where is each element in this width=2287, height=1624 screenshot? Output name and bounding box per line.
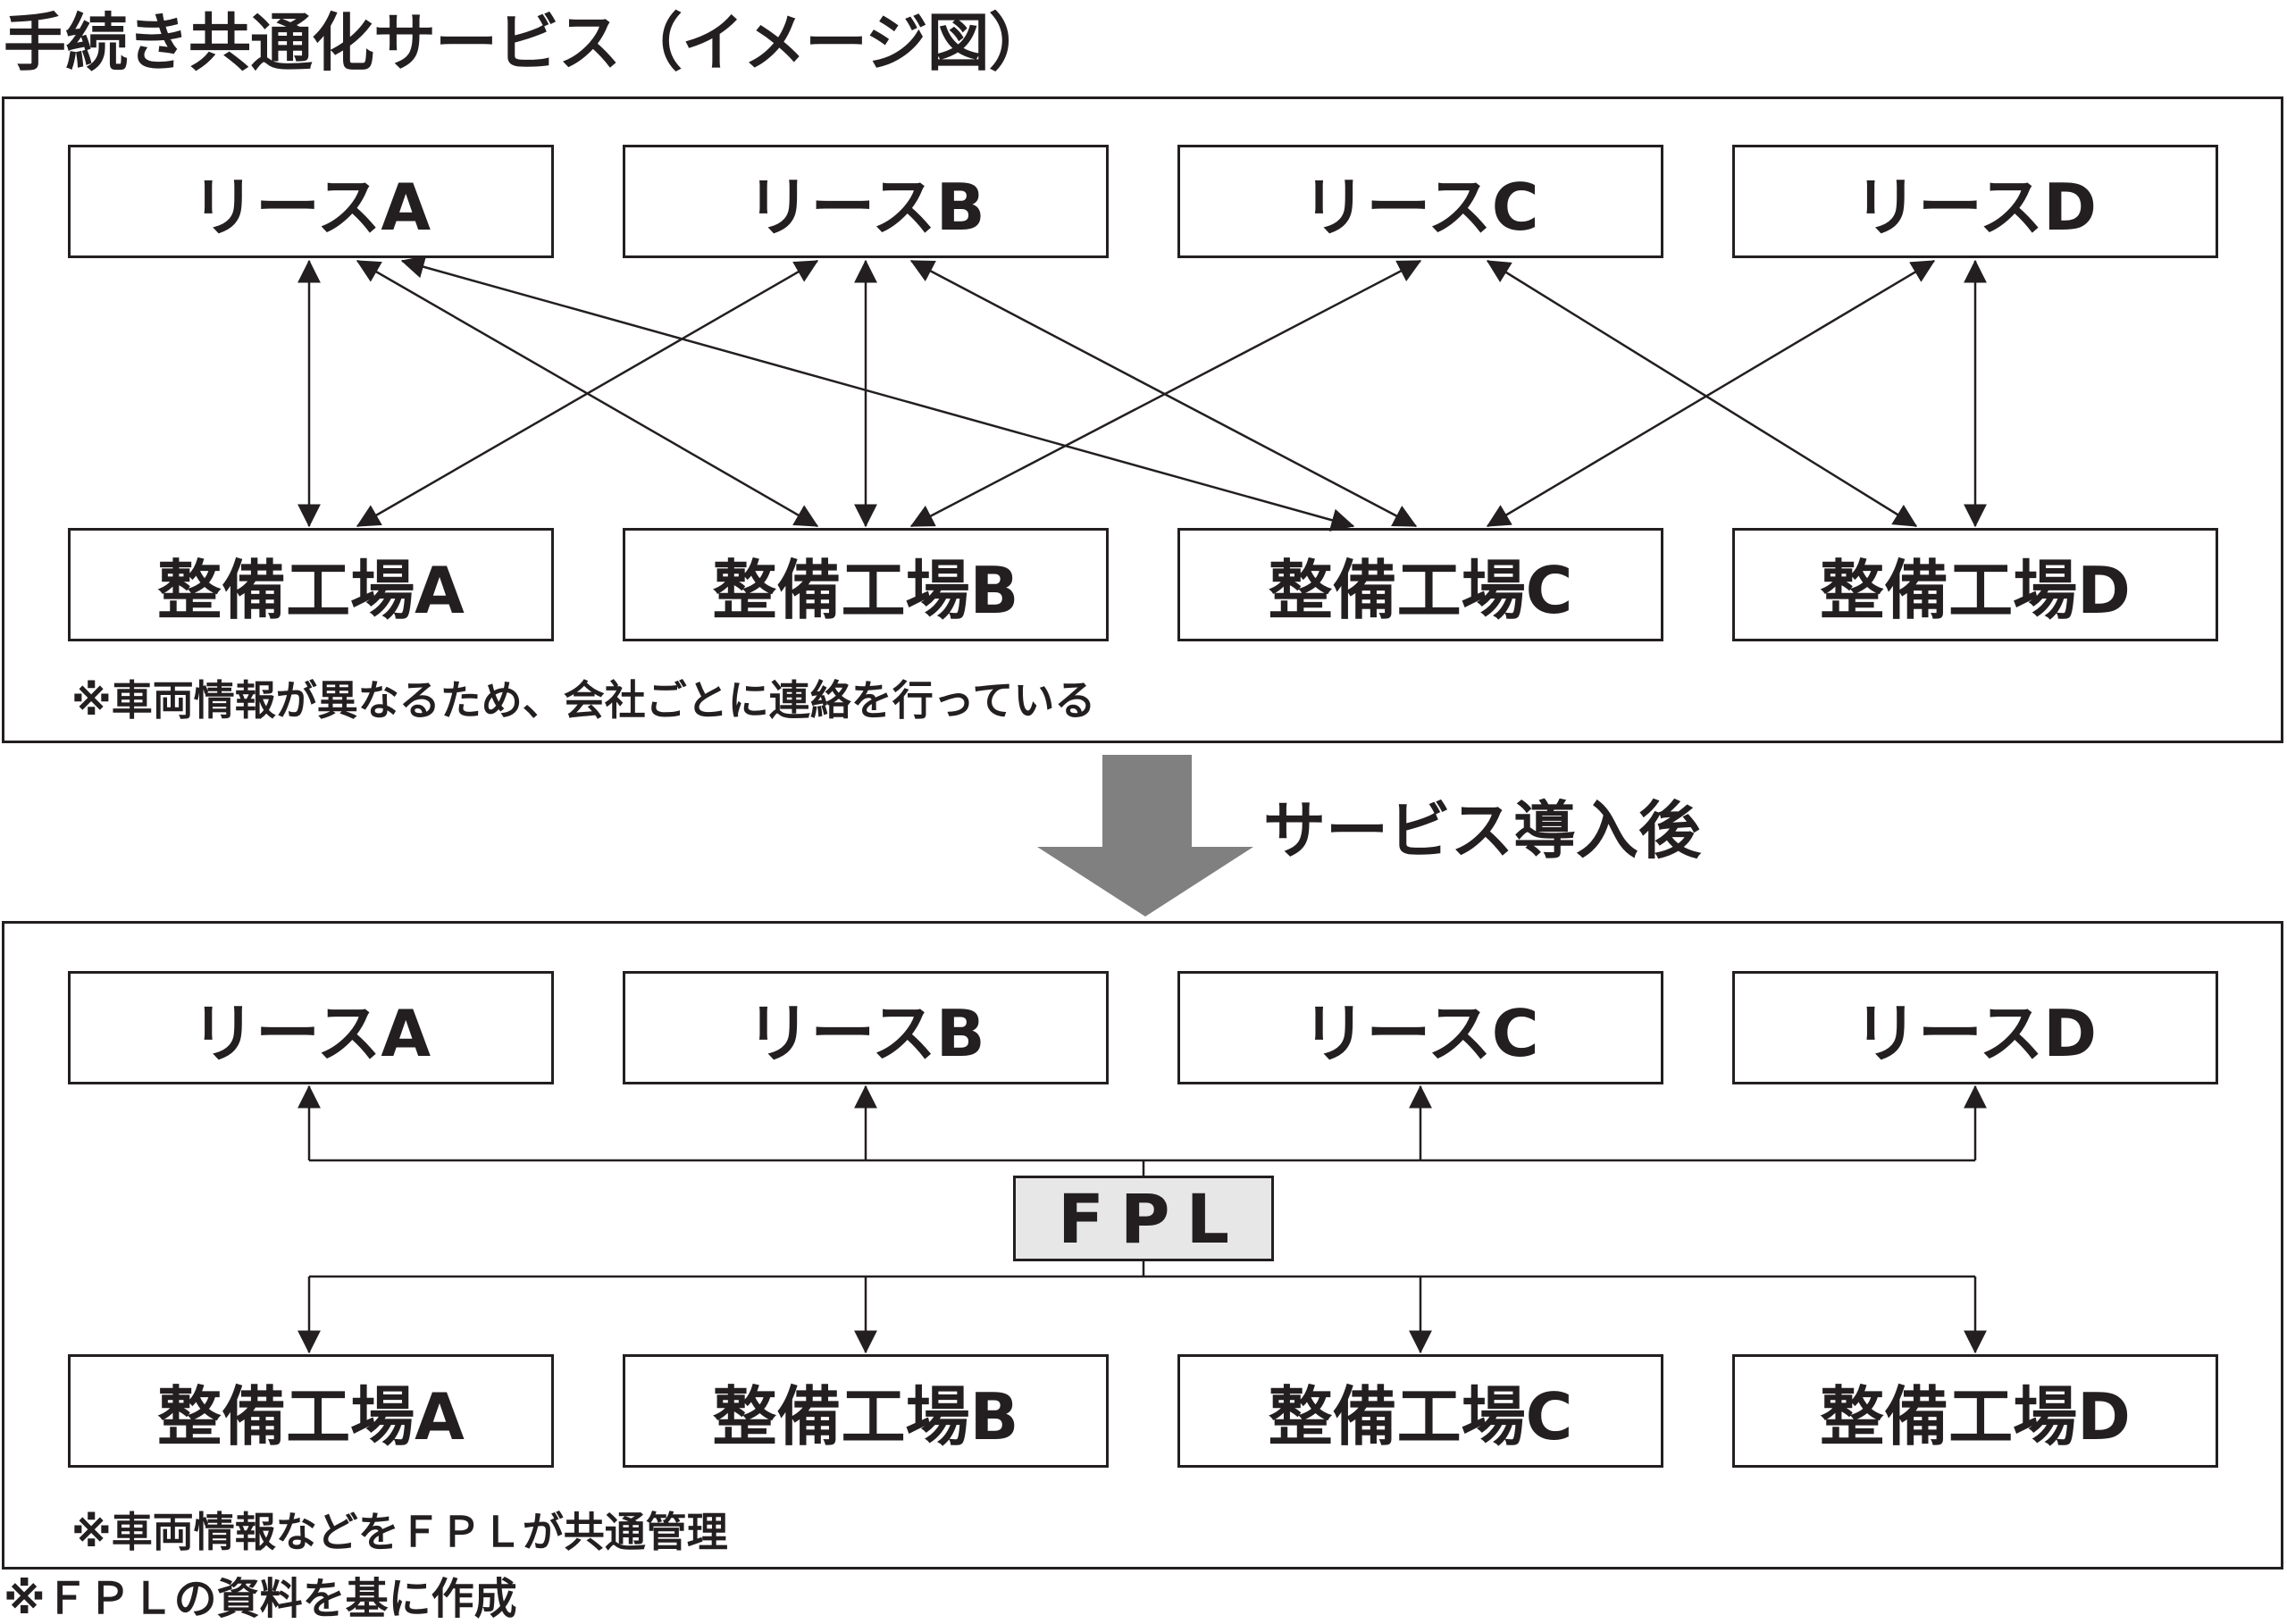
before-shop-b-box: 整備工場B	[623, 528, 1109, 641]
link-lease-a-shop-c	[400, 255, 1355, 532]
before-lease-d-box: リースD	[1732, 145, 2218, 258]
down-arrow-icon	[1037, 755, 1253, 917]
after-note: ※車両情報などをＦＰＬが共通管理	[71, 1508, 728, 1556]
after-introduction-label: サービス導入後	[1263, 794, 1701, 867]
before-lease-c-box: リースC	[1177, 145, 1663, 258]
after-shop-b-box: 整備工場B	[623, 1354, 1109, 1468]
after-shop-d-box: 整備工場D	[1732, 1354, 2218, 1468]
after-shop-a-box: 整備工場A	[68, 1354, 554, 1468]
link-lease-c-shop-b	[909, 259, 1422, 528]
after-shop-c-box: 整備工場C	[1177, 1354, 1663, 1468]
before-note: ※車両情報が異なるため、会社ごとに連絡を行っている	[71, 676, 1096, 724]
after-lease-c-box: リースC	[1177, 971, 1663, 1084]
after-lease-d-box: リースD	[1732, 971, 2218, 1084]
fpl-hub-box: FPL	[1013, 1176, 1274, 1261]
source-note: ※ＦＰＬの資料を基に作成	[4, 1574, 517, 1624]
before-shop-c-box: 整備工場C	[1177, 528, 1663, 641]
after-lease-b-box: リースB	[623, 971, 1109, 1084]
before-shop-a-box: 整備工場A	[68, 528, 554, 641]
link-lease-b-shop-a	[356, 259, 819, 528]
before-lease-a-box: リースA	[68, 145, 554, 258]
before-shop-d-box: 整備工場D	[1732, 528, 2218, 641]
before-lease-b-box: リースB	[623, 145, 1109, 258]
link-lease-d-shop-c	[1486, 259, 1936, 528]
page-title: 手続き共通化サービス（イメージ図）	[4, 6, 1051, 80]
link-lease-c-shop-d	[1486, 259, 1918, 528]
after-lease-a-box: リースA	[68, 971, 554, 1084]
